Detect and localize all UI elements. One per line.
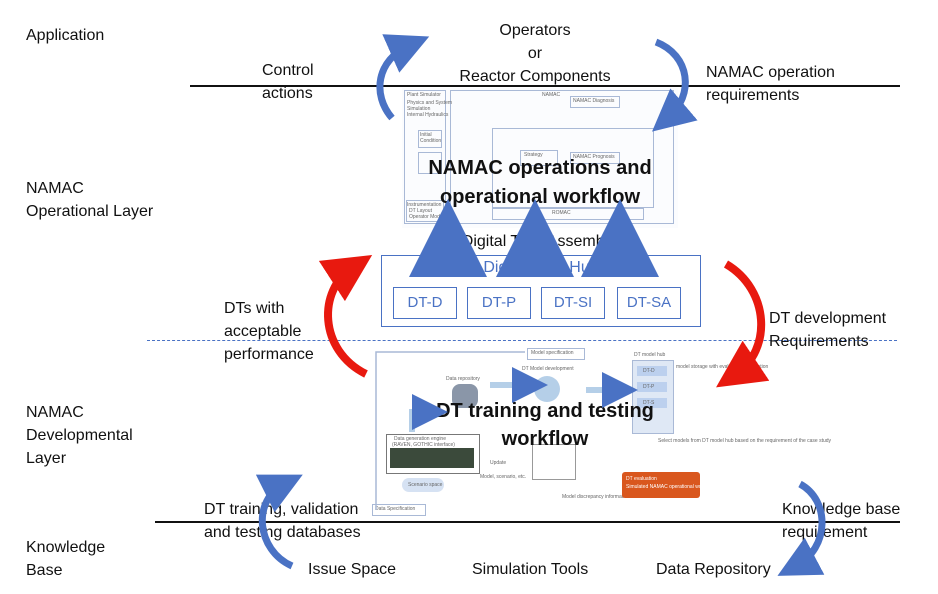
layer-divider-dashed (147, 340, 897, 341)
dt-dev-requirements-label-1: DT development (769, 310, 887, 327)
operators-or-label: or (527, 45, 543, 62)
dev-flow-arrow-3 (409, 394, 448, 432)
namac-requirements-label-2: requirements (706, 87, 800, 104)
control-actions-label-2: actions (262, 85, 313, 102)
layer-label-operational-1: NAMAC (26, 180, 84, 197)
layer-label-developmental-3: Layer (26, 450, 67, 467)
kb-requirement-label-2: requirement (782, 524, 868, 541)
dev-workflow-title-2: workflow (501, 428, 589, 450)
hub-cylinder-3 (637, 398, 667, 408)
data-generation-engine-screen (390, 448, 474, 468)
dev-label-simulated-namac: Simulated NAMAC operational workflow (626, 484, 715, 490)
dev-label-select-models: Select models from DT model hub based on… (658, 438, 832, 444)
hub-item-dt-sa: DT-SA (617, 287, 681, 319)
dev-label-dt-model-hub: DT model hub (634, 352, 666, 358)
internal-box (418, 152, 442, 174)
dev-label-model-scenario: Model, scenario, etc. (480, 474, 527, 480)
layer-label-knowledge-1: Knowledge (26, 539, 106, 556)
thumb-label-physics: Physics and System (407, 100, 453, 106)
thumb-label-strategy: Strategy (524, 152, 543, 158)
dev-label-raven-gothic: (RAVEN, GOTHIC interface) (392, 442, 455, 448)
dts-acceptable-arrow (318, 254, 373, 378)
namac-requirements-label-1: NAMAC operation (706, 64, 835, 81)
thumb-label-condition: Condition (420, 138, 442, 144)
data-repository-label: Data Repository (656, 561, 771, 578)
hub-item-dt-si: DT-SI (541, 287, 605, 319)
kb-requirement-arrow (777, 480, 826, 576)
hub-item-dt-d: DT-D (393, 287, 457, 319)
dev-label-scenario-space: Scenario space (408, 482, 443, 488)
control-actions-label-1: Control (262, 62, 314, 79)
control-actions-arrow (376, 34, 430, 121)
dev-feedback-line (375, 351, 525, 510)
dev-label-update: Update (490, 460, 507, 466)
namac-requirements-arrow (652, 38, 698, 132)
thumb-label-namac-diagnosis: NAMAC Diagnosis (573, 98, 615, 104)
dts-acceptable-label-1: DTs with (224, 300, 285, 317)
training-databases-label-2: and testing databases (204, 524, 361, 541)
layer-label-knowledge-2: Base (26, 562, 63, 579)
dev-label-model-specification: Model specification (531, 350, 574, 356)
dt-evaluation-box (622, 472, 700, 498)
dev-label-data-repository: Data repository (446, 376, 480, 382)
dt-dev-requirements-label-2: Requirements (769, 333, 869, 350)
dev-workflow-title-1: DT training and testing (436, 400, 654, 422)
hub-cylinder-2 (637, 382, 667, 392)
thumb-label-initial: Initial (420, 132, 432, 138)
thumb-label-simulation: Simulation (407, 106, 431, 112)
thumb-label-internal-hydraulics: Internal Hydraulics (407, 112, 449, 118)
data-repository-icon (452, 384, 478, 408)
dev-label-data-generation-engine: Data generation engine (394, 436, 446, 442)
hub-cylinder-1 (637, 366, 667, 376)
layer-label-developmental-1: NAMAC (26, 404, 84, 421)
kb-requirement-label-1: Knowledge base (782, 501, 901, 518)
dev-label-hub-dt-d: DT-D (643, 368, 655, 374)
layer-label-application: Application (26, 27, 105, 44)
dev-label-data-specification: Data Specification (375, 506, 416, 512)
data-generation-engine-box (386, 434, 480, 474)
thumb-label-namac-prognosis: NAMAC Prognosis (573, 154, 615, 160)
namac-prognosis-box (570, 152, 620, 164)
knowledge-boundary-line (155, 521, 900, 523)
operational-workflow-title-1: NAMAC operations and (428, 157, 652, 179)
thumb-label-plant-simulator: Plant Simulator (407, 92, 441, 98)
dts-acceptable-label-3: performance (224, 346, 314, 363)
layer-label-operational-2: Operational Layer (26, 203, 154, 220)
data-specification-box (372, 504, 426, 516)
layer-label-developmental-2: Developmental (26, 427, 133, 444)
scenario-space-ellipse (402, 478, 444, 492)
issue-space-label: Issue Space (308, 561, 397, 578)
namac-diagnosis-box (570, 96, 620, 108)
dev-label-dt-evaluation: DT evaluation (626, 476, 657, 482)
application-boundary-line (190, 85, 900, 87)
reactor-components-label: Reactor Components (459, 68, 611, 85)
training-databases-arrow (255, 474, 303, 570)
dev-label-hub-dt-s: DT-S (643, 400, 655, 406)
hub-item-dt-p: DT-P (467, 287, 531, 319)
initial-condition-box (418, 130, 442, 148)
thumb-label-namac: NAMAC (542, 92, 561, 98)
model-specification-box (527, 348, 585, 360)
strategy-box (520, 150, 558, 166)
dev-label-hub-dt-p: DT-P (643, 384, 655, 390)
simulation-tools-label: Simulation Tools (472, 561, 589, 578)
dev-label-model-discrepancy: Model discrepancy information from DT ev… (562, 494, 674, 500)
dt-development-arrow (716, 260, 770, 388)
operators-label: Operators (499, 22, 571, 39)
evaluation-chart-icon (532, 444, 576, 480)
dts-acceptable-label-2: acceptable (224, 323, 302, 340)
